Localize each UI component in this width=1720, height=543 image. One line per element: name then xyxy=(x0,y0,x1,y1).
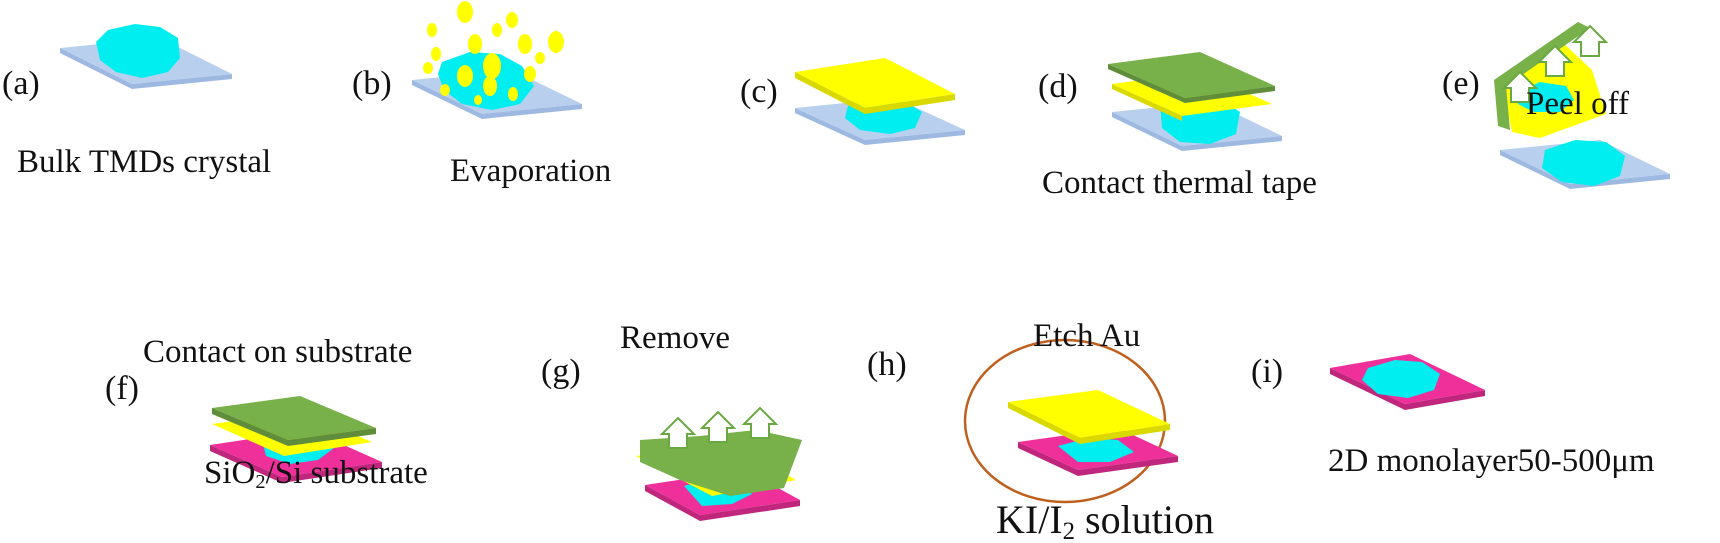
substrate-edge xyxy=(60,48,132,89)
thermal-tape xyxy=(1108,52,1275,98)
gold-film-edge xyxy=(1080,424,1170,444)
substrate-edge xyxy=(482,104,582,119)
panel-f-caption-top: Contact on substrate xyxy=(143,334,413,370)
panel-h-tag: (h) xyxy=(867,346,907,383)
sio2-substrate-edge xyxy=(1330,368,1405,410)
panel-i-graphic xyxy=(1330,354,1485,410)
panel-h-caption-bottom: KI/I2 solution xyxy=(996,497,1214,543)
substrate-edge xyxy=(865,130,965,145)
panel-e-graphic xyxy=(1494,22,1670,189)
panel-c-tag: (c) xyxy=(740,73,778,110)
panel-a-graphic xyxy=(60,24,232,89)
substrate-edge xyxy=(795,108,865,145)
panel-b-graphic xyxy=(412,1,582,119)
monolayer-flake xyxy=(1362,360,1440,398)
gold-droplets xyxy=(423,1,564,105)
substrate-edge xyxy=(1500,150,1570,189)
crystal-flake xyxy=(1058,438,1134,462)
sio2-substrate-edge xyxy=(1078,456,1178,476)
crystal-flake xyxy=(96,24,180,78)
panel-a-tag: (a) xyxy=(2,65,40,102)
crystal-flake xyxy=(1542,140,1625,186)
substrate-edge xyxy=(1182,136,1282,151)
sio2-substrate-edge xyxy=(282,462,382,483)
panel-i-tag: (i) xyxy=(1251,353,1284,390)
peeled-crystal xyxy=(1518,82,1574,112)
peeled-tape xyxy=(1494,22,1590,130)
gold-film-edge xyxy=(865,94,955,114)
panel-b-tag: (b) xyxy=(352,65,392,102)
panel-b-caption: Evaporation xyxy=(450,153,612,189)
panel-f-graphic xyxy=(210,396,382,483)
panel-g-graphic xyxy=(636,407,802,521)
panel-a-caption: Bulk TMDs crystal xyxy=(17,144,272,180)
sio2-substrate-edge xyxy=(1018,442,1078,476)
panel-i-caption: 2D monolayer50-500μm xyxy=(1328,443,1655,479)
sio2-substrate-edge xyxy=(210,445,282,483)
substrate-edge xyxy=(412,80,482,119)
thermal-tape-edge xyxy=(288,428,376,446)
thermal-tape xyxy=(212,396,376,440)
substrate-edge xyxy=(1112,112,1182,151)
panel-d-caption: Contact thermal tape xyxy=(1042,165,1317,201)
panel-g-tag: (g) xyxy=(541,353,581,390)
thermal-tape-edge xyxy=(212,408,288,446)
sio2-substrate-edge xyxy=(645,485,700,521)
panel-f-caption-bottom: SiO2/Si substrate xyxy=(204,455,428,494)
panel-d-tag: (d) xyxy=(1038,68,1078,105)
sio2-substrate-edge xyxy=(1405,390,1485,410)
sio2-substrate-edge xyxy=(700,500,800,521)
panel-e-caption: Peel off xyxy=(1526,86,1629,122)
gold-film xyxy=(795,58,955,108)
panel-h-graphic xyxy=(963,338,1178,504)
thermal-tape-edge xyxy=(1185,86,1275,103)
solution-circle xyxy=(963,338,1167,504)
substrate-edge xyxy=(132,74,232,89)
gold-film-edge xyxy=(1112,84,1182,121)
panel-g-caption: Remove xyxy=(620,320,730,356)
panel-h-caption-top: Etch Au xyxy=(1033,318,1141,354)
panel-f-tag: (f) xyxy=(105,370,139,407)
gold-film-edge xyxy=(795,72,865,114)
panel-c-graphic xyxy=(795,58,965,145)
gold-film-edge xyxy=(1008,402,1080,444)
panel-e-tag: (e) xyxy=(1442,65,1480,102)
thermal-tape-edge xyxy=(1108,64,1185,103)
gold-film xyxy=(1008,390,1170,438)
panel-d-graphic xyxy=(1108,52,1282,151)
